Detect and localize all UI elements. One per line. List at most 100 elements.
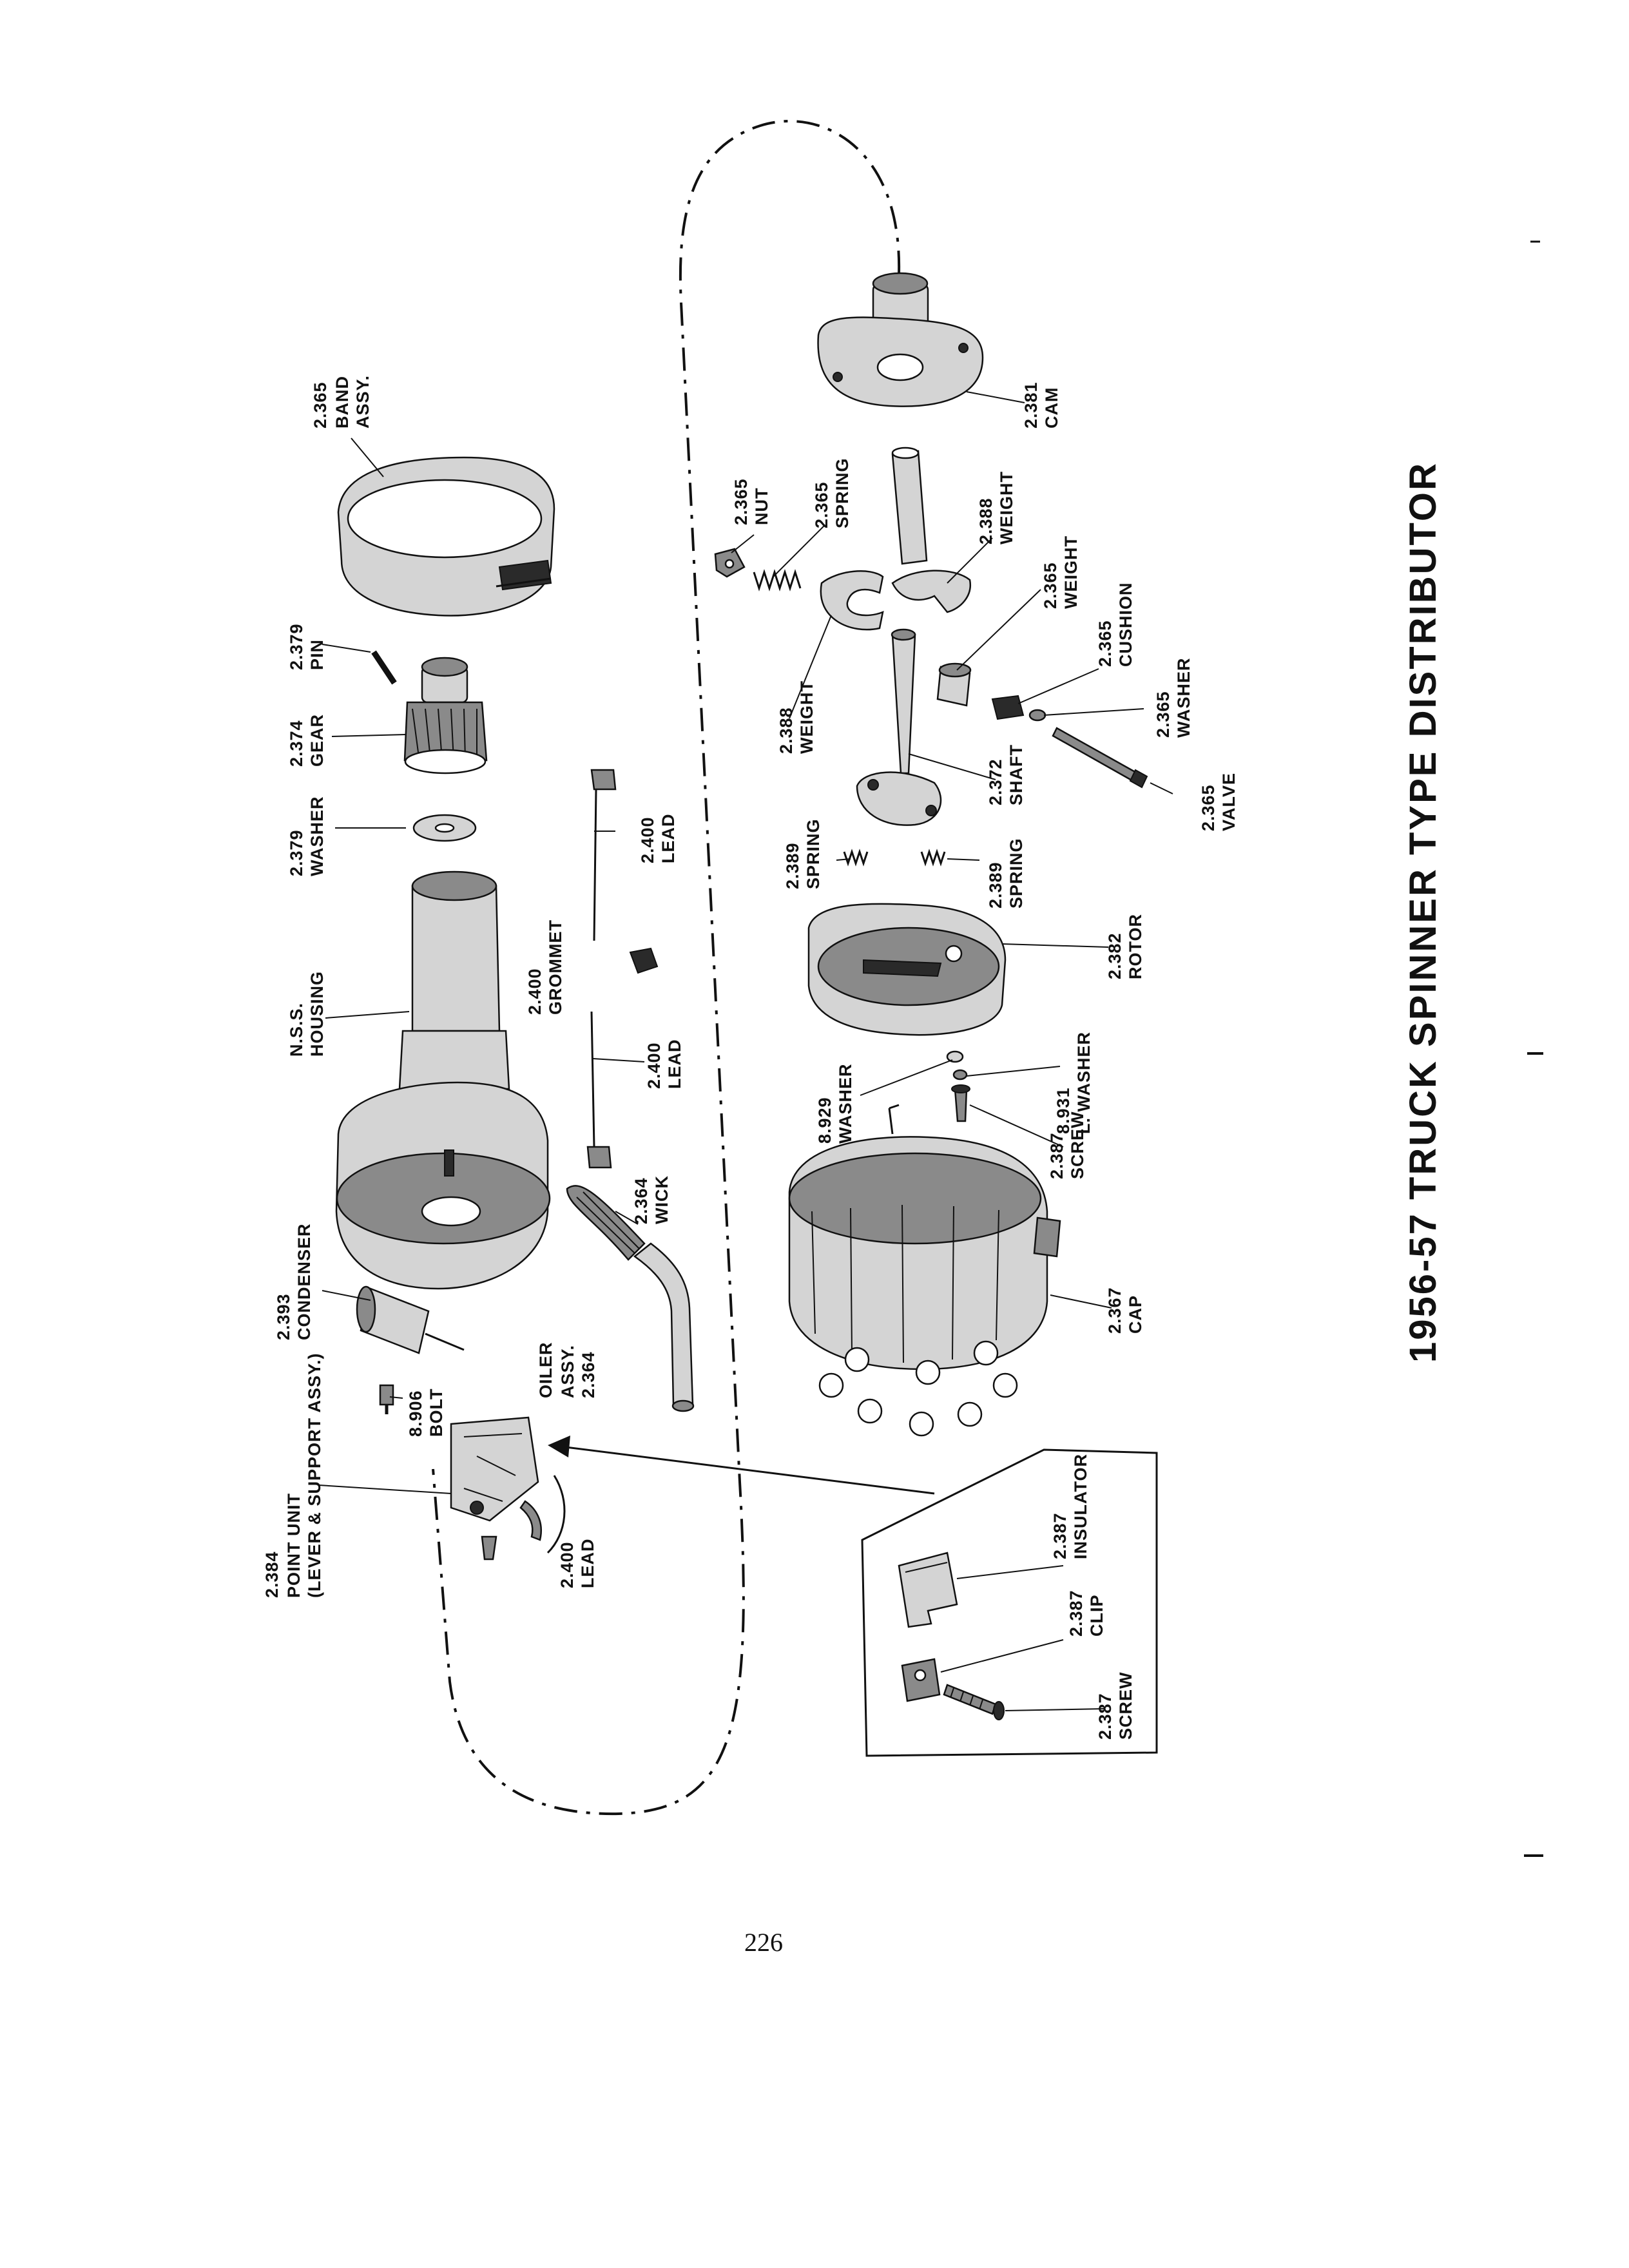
lead-lower-name: LEAD — [665, 1039, 684, 1090]
dashed-grouping-loop — [432, 120, 901, 1816]
bolt-number: 8.906 — [406, 1390, 425, 1437]
band-assy-name2: ASSY. — [353, 375, 372, 428]
washer-rotor-name: WASHER — [836, 1063, 855, 1144]
grommet-name: GROMMET — [546, 919, 565, 1015]
washer-gear-number: 2.379 — [287, 829, 306, 876]
leader-lines — [318, 391, 1173, 1711]
callout-cam: 2.381 CAM — [1021, 381, 1061, 428]
gear-name: GEAR — [307, 714, 327, 767]
callout-weight-right: 2.388 WEIGHT — [976, 471, 1016, 544]
weight-cyl-number: 2.365 — [1041, 562, 1060, 609]
cushion-part — [991, 695, 1025, 720]
point-unit-number: 2.384 — [262, 1551, 282, 1598]
wick-number: 2.364 — [631, 1177, 651, 1224]
callout-grommet: 2.400 GROMMET — [525, 919, 565, 1015]
weight-cyl-name: WEIGHT — [1061, 535, 1081, 609]
lead-lower-number: 2.400 — [644, 1042, 664, 1089]
callout-lock-washer: 8.931 L. WASHER — [1054, 1032, 1094, 1134]
screw-rotor-name: SCREW — [1068, 1111, 1087, 1180]
margin-ticks — [1524, 240, 1543, 1857]
cap-name: CAP — [1126, 1295, 1145, 1334]
weight-left-number: 2.388 — [776, 707, 796, 754]
spring-governor-number: 2.365 — [812, 481, 831, 528]
band-assy-part — [337, 456, 555, 617]
spring-governor-name: SPRING — [833, 457, 852, 528]
insulator-number: 2.387 — [1050, 1512, 1070, 1559]
callout-condenser: 2.393 CONDENSER — [274, 1223, 314, 1340]
rotor-name: ROTOR — [1126, 914, 1145, 979]
washer-valve-number: 2.365 — [1153, 691, 1173, 738]
condenser-number: 2.393 — [274, 1293, 293, 1340]
spring-left-part — [843, 849, 869, 867]
inset-screw-part — [943, 1684, 1005, 1720]
shaft-part — [856, 628, 942, 826]
gear-washer-part — [412, 814, 477, 842]
inset-box — [861, 1448, 1158, 1757]
pin-number: 2.379 — [287, 623, 306, 670]
callout-housing: N.S.S. HOUSING — [287, 971, 327, 1057]
callout-washer-gear: 2.379 WASHER — [287, 796, 327, 876]
screw-inset-number: 2.387 — [1095, 1693, 1115, 1740]
cap-part — [788, 1104, 1061, 1437]
callout-insulator: 2.387 INSULATOR — [1050, 1454, 1090, 1559]
diagram-title: 1956-57 TRUCK SPINNER TYPE DISTRIBUTOR — [1402, 461, 1444, 1363]
pin-part — [371, 650, 397, 685]
inset-pointer-arrow — [548, 1436, 935, 1495]
point-unit-part — [450, 1416, 566, 1561]
callout-clip: 2.387 CLIP — [1066, 1590, 1106, 1637]
housing-name: HOUSING — [307, 971, 327, 1057]
rotor-part — [807, 903, 1007, 1036]
callout-valve: 2.365 VALVE — [1199, 773, 1239, 831]
pin-name: PIN — [307, 639, 327, 670]
point-unit-name: POINT UNIT — [284, 1493, 304, 1598]
weight-rod-part — [891, 447, 928, 565]
weight-right-name: WEIGHT — [997, 471, 1016, 544]
callout-rotor: 2.382 ROTOR — [1105, 914, 1145, 979]
insulator-part — [898, 1552, 958, 1628]
nut-name: NUT — [752, 488, 771, 526]
lead-upper-number: 2.400 — [638, 816, 657, 863]
callout-oiler-assy: OILER ASSY. 2.364 — [536, 1341, 598, 1398]
oiler-assy-line3: 2.364 — [579, 1351, 598, 1398]
valve-washer-part — [1028, 709, 1046, 722]
spring-right-part — [920, 849, 946, 867]
clip-number: 2.387 — [1066, 1590, 1086, 1637]
callout-weight-left: 2.388 WEIGHT — [776, 680, 816, 754]
insulator-name: INSULATOR — [1071, 1454, 1090, 1559]
callout-bolt: 8.906 BOLT — [406, 1389, 446, 1437]
shaft-name: SHAFT — [1007, 744, 1026, 805]
rotor-screw-part — [951, 1084, 970, 1122]
callout-lead-point: 2.400 LEAD — [557, 1539, 597, 1589]
lead-upper-part — [590, 769, 617, 941]
callout-point-unit: 2.384 POINT UNIT (LEVER & SUPPORT ASSY.) — [262, 1352, 324, 1598]
callout-band-assy: 2.365 BAND ASSY. — [311, 375, 372, 428]
valve-number: 2.365 — [1199, 784, 1218, 831]
grommet-part — [629, 947, 659, 974]
callout-spring-governor: 2.365 SPRING — [812, 457, 852, 528]
spring-right-name: SPRING — [1007, 838, 1026, 908]
callout-pin: 2.379 PIN — [287, 623, 327, 670]
callout-cushion: 2.365 CUSHION — [1095, 582, 1135, 667]
wick-name: WICK — [652, 1175, 671, 1224]
screw-rotor-number: 2.387 — [1047, 1132, 1066, 1179]
cushion-number: 2.365 — [1095, 620, 1115, 667]
cam-part — [817, 272, 984, 407]
band-assy-name: BAND — [333, 376, 352, 428]
weight-left-name: WEIGHT — [797, 680, 816, 754]
lead-lower-part — [586, 1011, 612, 1169]
page-number: 226 — [744, 1928, 783, 1957]
valve-part — [1052, 727, 1148, 789]
diagram-title-group: 1956-57 TRUCK SPINNER TYPE DISTRIBUTOR — [1402, 461, 1444, 1363]
lock-washer-name: L. WASHER — [1074, 1032, 1094, 1134]
cap-number: 2.367 — [1105, 1287, 1124, 1334]
rotor-washer-part — [946, 1050, 964, 1063]
condenser-part — [356, 1285, 465, 1354]
point-unit-name2: (LEVER & SUPPORT ASSY.) — [305, 1352, 324, 1598]
callout-lead-lower: 2.400 LEAD — [644, 1039, 684, 1090]
oiler-assy-line1: OILER — [536, 1341, 555, 1398]
callout-lead-upper: 2.400 LEAD — [638, 814, 678, 864]
cam-name: CAM — [1042, 387, 1061, 429]
weight-cyl-part — [936, 662, 972, 707]
clip-name: CLIP — [1087, 1594, 1106, 1637]
